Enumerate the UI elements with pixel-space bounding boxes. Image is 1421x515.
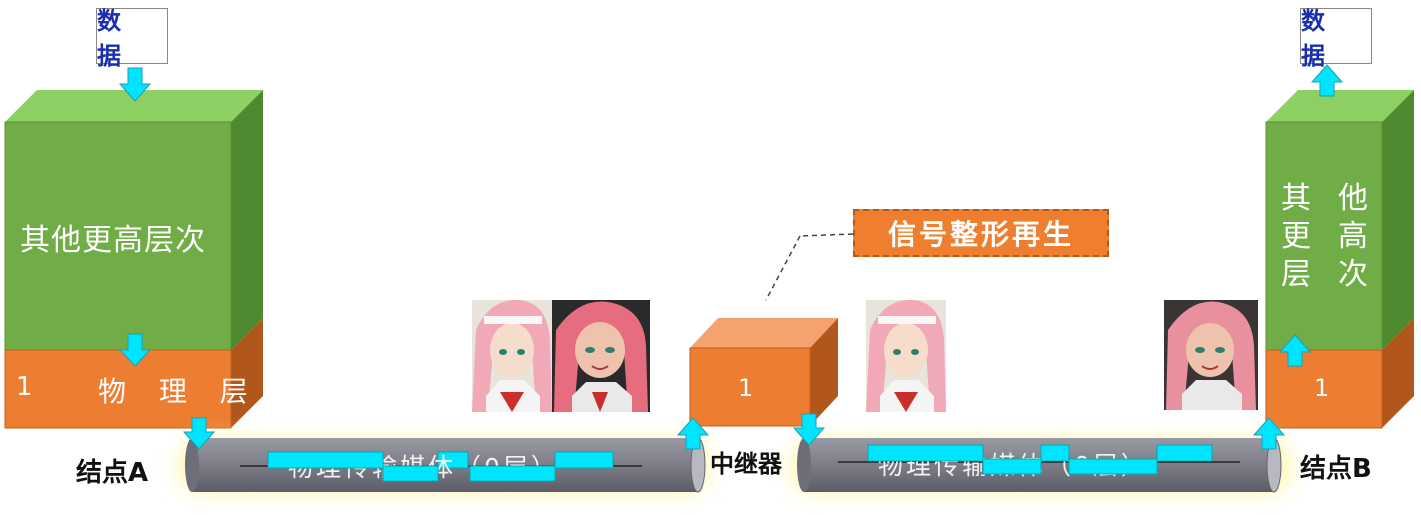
node-a-data-box: 数 据 <box>96 7 168 70</box>
node-a-name: 结点A <box>76 458 149 488</box>
node-b-data-box: 数 据 <box>1300 7 1372 70</box>
repeater-callout: 信号整形再生 <box>853 209 1109 257</box>
node-b-name: 结点B <box>1300 454 1372 484</box>
arrow-up-to-data-b <box>1310 64 1344 97</box>
node-b-higher-char: 层 <box>1281 257 1311 292</box>
node-a-stack <box>4 90 263 429</box>
right-medium-label: 物理传输媒体（0层） <box>878 451 1149 480</box>
node-b-physical-number: 1 <box>1314 374 1330 402</box>
character-image-4 <box>1164 300 1258 410</box>
repeater-number: 1 <box>738 374 754 402</box>
character-image-1 <box>472 299 552 412</box>
node-b-higher-char: 高 <box>1338 219 1368 254</box>
repeater-name: 中继器 <box>710 450 782 478</box>
node-a-physical-number: 1 <box>16 372 33 402</box>
node-b-data-label: 数 据 <box>1301 7 1331 70</box>
node-a-higher-layers-label: 其他更高层次 <box>20 223 206 258</box>
node-b-higher-char: 其 <box>1281 181 1311 216</box>
repeater-box <box>689 318 838 427</box>
callout-leader-2 <box>765 235 801 301</box>
arrow-down-data-a <box>118 67 152 102</box>
arrow-up-to-higher-b <box>1278 334 1312 367</box>
arrow-up-to-repeater <box>676 417 710 450</box>
node-b-higher-char: 次 <box>1338 257 1368 292</box>
node-b-higher-char: 他 <box>1338 181 1368 216</box>
callout-leader-1 <box>799 233 854 237</box>
node-b-stack <box>1265 90 1414 429</box>
node-b-higher-char: 更 <box>1281 219 1311 254</box>
node-b-higher-col2: 他 高 次 <box>1338 180 1368 294</box>
left-medium-label: 物理传输媒体（0层） <box>288 453 559 482</box>
node-b-higher-col1: 其 更 层 <box>1281 180 1311 294</box>
node-a-physical-layer-label: 物 理 层 <box>98 375 260 408</box>
arrow-down-to-medium-b <box>792 413 826 446</box>
arrow-down-to-medium-a <box>182 417 216 450</box>
character-image-3 <box>866 299 946 412</box>
character-image-2 <box>552 300 650 412</box>
arrow-up-to-node-b <box>1252 417 1286 450</box>
repeater-callout-text: 信号整形再生 <box>887 218 1074 251</box>
arrow-down-to-physical-a <box>118 333 152 367</box>
node-a-data-label: 数 据 <box>97 7 127 70</box>
